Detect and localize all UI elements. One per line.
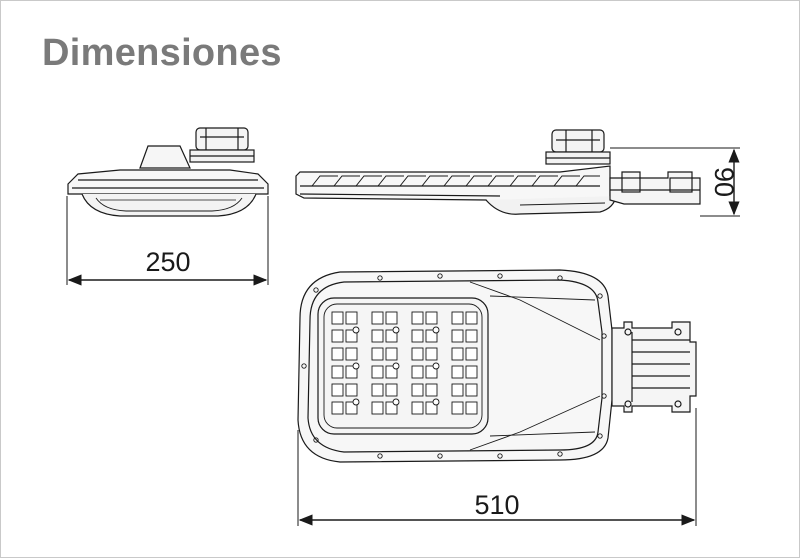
led-module [345, 311, 358, 325]
led-module [331, 347, 344, 361]
rim-screw [377, 453, 383, 459]
led-module [411, 347, 424, 361]
led-screw [432, 326, 440, 334]
led-module [331, 401, 344, 415]
dimension-length-label: 510 [474, 490, 519, 520]
led-module [371, 365, 384, 379]
dimension-height-label: 90 [709, 167, 739, 197]
rim-screw [313, 437, 319, 443]
rim-screw [557, 275, 563, 281]
rim-screw [497, 273, 503, 279]
led-module [425, 311, 438, 325]
led-module [385, 347, 398, 361]
led-module [331, 311, 344, 325]
dimension-width-label: 250 [145, 247, 190, 277]
led-module [331, 365, 344, 379]
led-module [451, 329, 464, 343]
led-screw [432, 398, 440, 406]
led-module [425, 401, 438, 415]
led-module [385, 329, 398, 343]
led-module [451, 311, 464, 325]
led-module [425, 383, 438, 397]
led-module [345, 347, 358, 361]
led-module [371, 401, 384, 415]
page-title: Dimensiones [42, 32, 282, 74]
dimension-length: 510 [297, 408, 697, 526]
led-screw [352, 326, 360, 334]
led-module [345, 329, 358, 343]
led-module [465, 329, 478, 343]
rim-screw [597, 293, 603, 299]
front-view [67, 127, 269, 217]
led-module [465, 311, 478, 325]
led-module [331, 383, 344, 397]
led-screw [392, 398, 400, 406]
led-module [411, 329, 424, 343]
rim-screw [601, 333, 607, 339]
dimension-width: 250 [66, 196, 269, 286]
rim-screw [437, 453, 443, 459]
led-module [371, 383, 384, 397]
rim-screw [313, 287, 319, 293]
led-module [385, 311, 398, 325]
led-module [345, 383, 358, 397]
led-module [385, 401, 398, 415]
led-module [411, 365, 424, 379]
led-module [345, 401, 358, 415]
led-screw [352, 362, 360, 370]
led-module [411, 311, 424, 325]
rim-screw [557, 451, 563, 457]
led-module [385, 365, 398, 379]
led-module [425, 347, 438, 361]
led-module [411, 383, 424, 397]
led-module [465, 347, 478, 361]
led-screw [392, 326, 400, 334]
led-module [451, 401, 464, 415]
rim-screw [497, 453, 503, 459]
led-module [331, 329, 344, 343]
led-module [465, 383, 478, 397]
side-view [295, 129, 701, 215]
led-array [331, 311, 478, 415]
led-module [425, 329, 438, 343]
led-screw [392, 362, 400, 370]
rim-screw [437, 273, 443, 279]
led-module [425, 365, 438, 379]
led-screw [432, 362, 440, 370]
led-module [465, 365, 478, 379]
led-module [451, 383, 464, 397]
led-screw [352, 398, 360, 406]
led-module [371, 311, 384, 325]
led-module [451, 347, 464, 361]
dimension-height: 90 [610, 147, 740, 217]
led-module [411, 401, 424, 415]
led-module [465, 401, 478, 415]
rim-screw [301, 363, 307, 369]
rim-screws [301, 273, 607, 459]
led-module [451, 365, 464, 379]
led-module [385, 383, 398, 397]
led-module [371, 347, 384, 361]
rim-screw [601, 393, 607, 399]
rim-screw [597, 433, 603, 439]
rim-screw [377, 275, 383, 281]
led-module [371, 329, 384, 343]
led-module [345, 365, 358, 379]
